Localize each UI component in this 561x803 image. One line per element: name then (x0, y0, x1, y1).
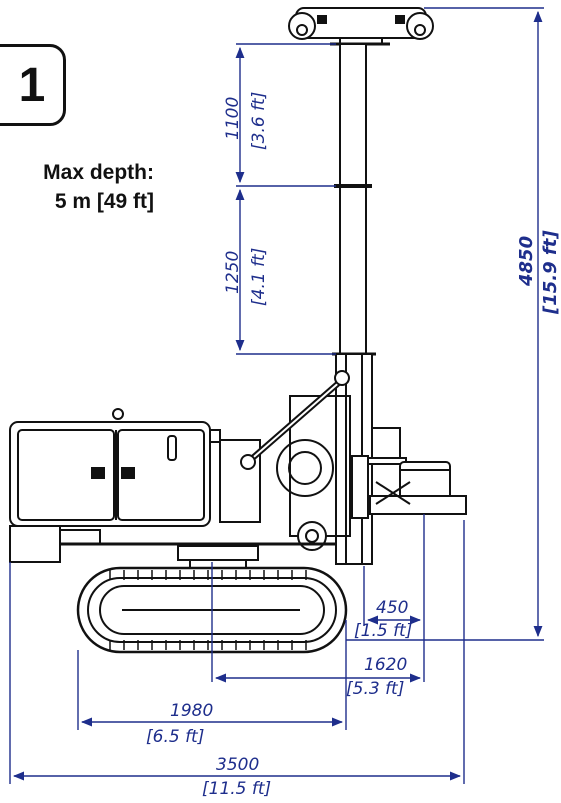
dim-1100-ft: [3.6 ft] (249, 92, 269, 150)
cab (9, 408, 261, 527)
dim-450-ft: [1.5 ft] (354, 621, 412, 641)
dim-4850-mm: 4850 (516, 236, 537, 287)
max-depth-title: Max depth: (43, 161, 154, 184)
dim-1620-ft: [5.3 ft] (346, 679, 404, 699)
pulley-head (288, 7, 434, 46)
dim-3500-ft: [11.5 ft] (202, 779, 271, 799)
drill-head (351, 427, 467, 519)
dim-4850-ft: [15.9 ft] (540, 230, 561, 315)
dim-1980-mm: 1980 (170, 701, 213, 721)
dim-1620-mm: 1620 (364, 655, 407, 675)
dim-3500-mm: 3500 (216, 755, 259, 775)
model-number-badge: 1 (0, 44, 66, 126)
dim-1250-mm: 1250 (223, 251, 243, 294)
max-depth-value: 5 m [49 ft] (54, 190, 154, 213)
dimension-labels: 1100 [3.6 ft] 1250 [4.1 ft] 4850 [15.9 f… (146, 92, 561, 799)
dim-450-mm: 450 (376, 598, 408, 618)
max-depth-label: Max depth: 5 m [49 ft] (0, 158, 154, 216)
model-number: 1 (18, 58, 46, 112)
dimension-lines (9, 7, 544, 784)
dim-1100-mm: 1100 (223, 97, 243, 140)
dim-1980-ft: [6.5 ft] (146, 727, 204, 747)
dim-1250-ft: [4.1 ft] (249, 248, 269, 306)
